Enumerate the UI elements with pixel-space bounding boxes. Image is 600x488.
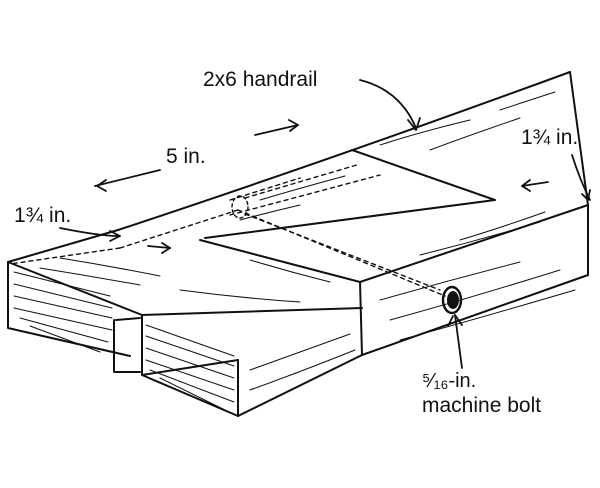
right-offset-label: 1¾ in. [521, 126, 579, 149]
bolt-hole [441, 285, 463, 315]
bolt-hidden-end [231, 195, 249, 219]
upper-board [117, 71, 589, 356]
length-dimension-label: 5 in. [166, 145, 206, 168]
dimension-arrows [59, 79, 591, 369]
bolt-size-label: ⁵⁄₁₆-in. [422, 370, 477, 392]
handrail-label: 2x6 handrail [203, 68, 318, 91]
bolt-name-label: machine bolt [422, 394, 542, 417]
lower-board [7, 229, 363, 417]
left-offset-label: 1¾ in. [14, 204, 72, 227]
bolt-hidden-lines [9, 163, 446, 297]
